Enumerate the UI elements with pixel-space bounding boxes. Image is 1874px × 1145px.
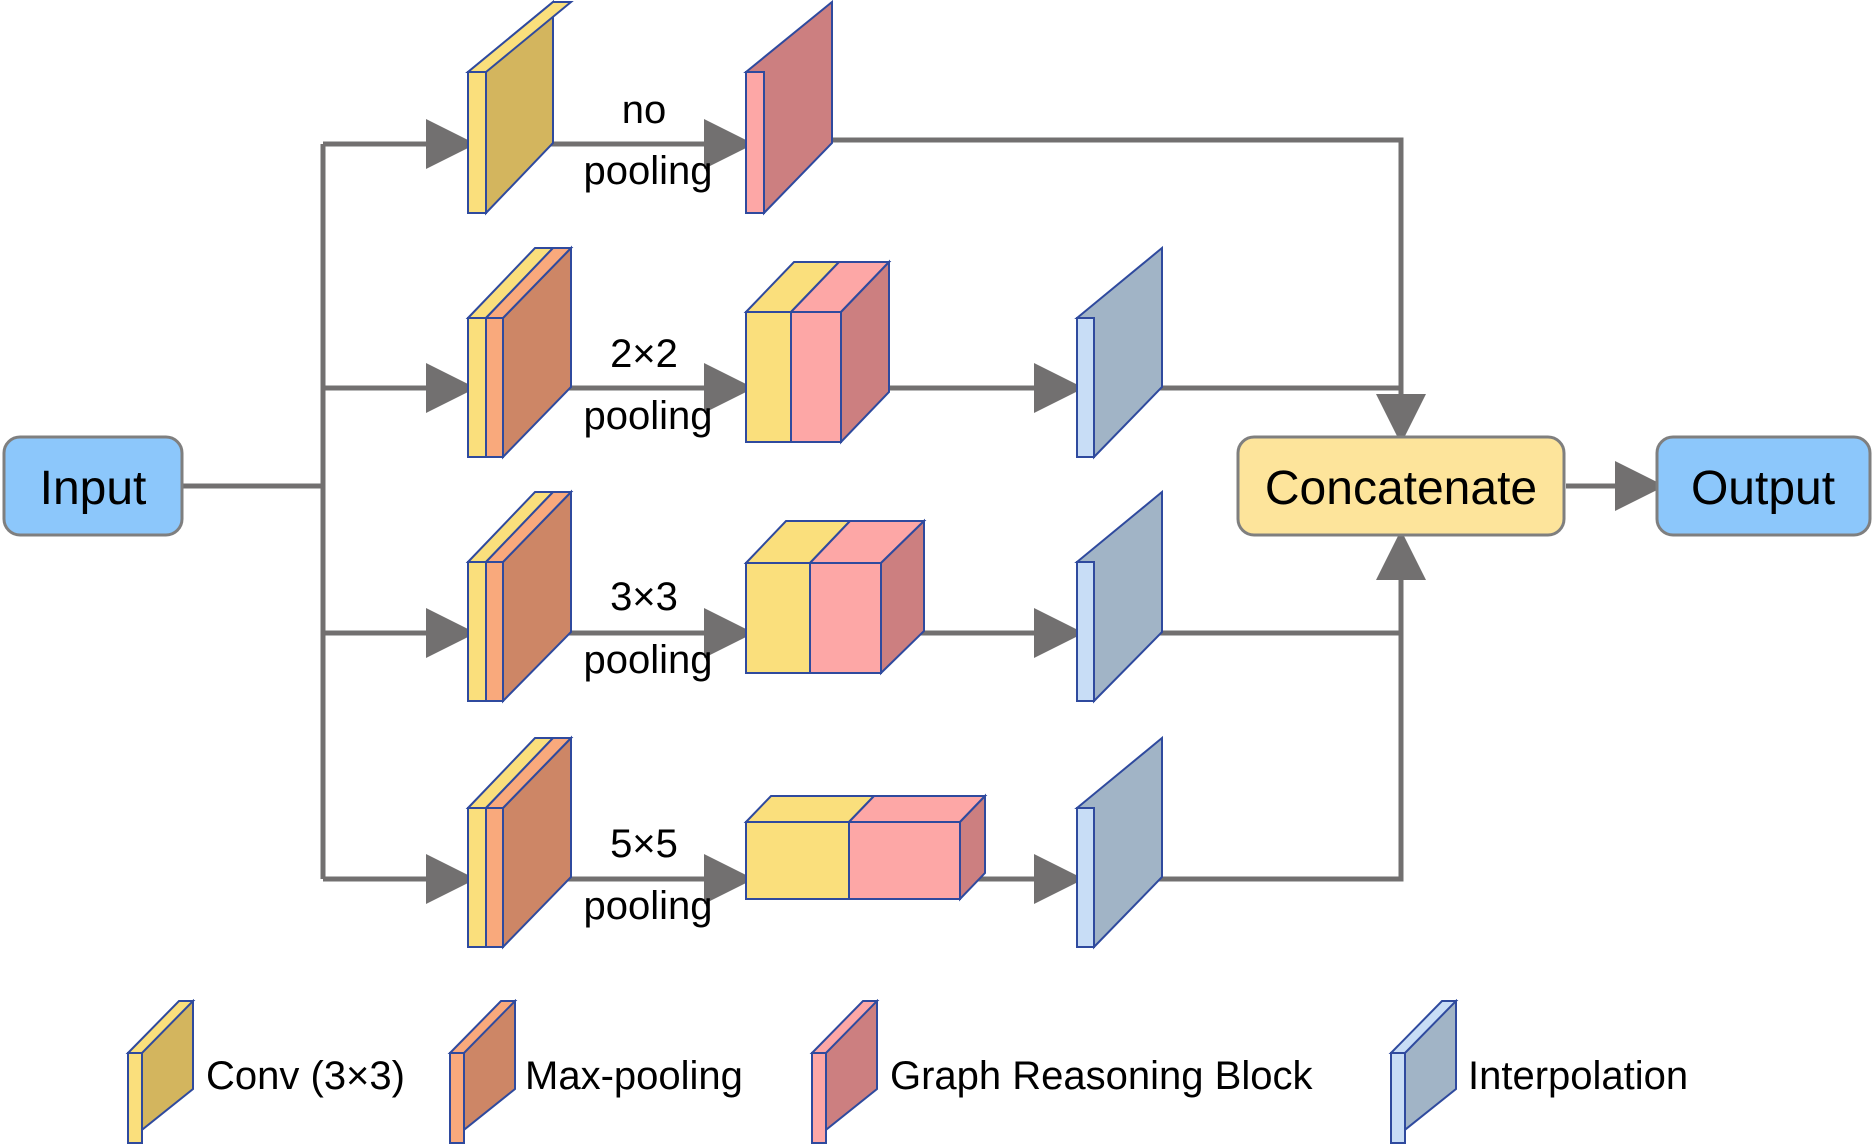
legend-label-grb: Graph Reasoning Block <box>890 1054 1313 1098</box>
graph-reasoning-block <box>743 793 988 902</box>
interpolation-block <box>1074 735 1163 950</box>
conv-maxpool-block <box>465 489 574 704</box>
branch-2: 2×2 pooling <box>465 245 1163 460</box>
legend-item-interp: Interpolation <box>1388 998 1688 1144</box>
pooling-word-label: pooling <box>583 884 712 928</box>
legend: Conv (3×3) Max-pooling Graph Reasoning B… <box>125 998 1688 1144</box>
branch-1: no pooling <box>465 0 833 216</box>
legend-label-interp: Interpolation <box>1468 1054 1688 1098</box>
output-node: Output <box>1655 435 1872 537</box>
pooling-word-label: pooling <box>583 394 712 438</box>
legend-item-grb: Graph Reasoning Block <box>809 998 1313 1144</box>
branch-4: 5×5 pooling <box>465 735 1163 950</box>
concatenate-node: Concatenate <box>1236 435 1566 537</box>
legend-item-conv: Conv (3×3) <box>125 998 405 1144</box>
pooling-word-label: pooling <box>583 638 712 682</box>
graph-reasoning-block <box>743 259 892 445</box>
pooling-size-label: 5×5 <box>610 822 678 866</box>
legend-label-conv: Conv (3×3) <box>206 1054 405 1098</box>
graph-reasoning-block <box>743 0 833 216</box>
pooling-size-label: 2×2 <box>610 332 678 376</box>
graph-reasoning-block <box>743 518 927 676</box>
legend-label-maxpool: Max-pooling <box>525 1054 743 1098</box>
conv-maxpool-block <box>465 735 574 950</box>
connectors <box>182 119 1665 904</box>
branch-4-to-concat <box>1133 530 1426 882</box>
interpolation-block <box>1074 489 1163 704</box>
legend-item-maxpool: Max-pooling <box>447 998 743 1144</box>
branch-1-to-concat <box>801 137 1426 444</box>
output-label: Output <box>1691 462 1835 515</box>
conv-block <box>465 0 574 216</box>
conv-maxpool-block <box>465 245 574 460</box>
concatenate-label: Concatenate <box>1265 462 1537 515</box>
pooling-word-label: pooling <box>583 149 712 193</box>
pooling-size-label: no <box>622 88 667 132</box>
branch-3: 3×3 pooling <box>465 489 1163 704</box>
input-label: Input <box>40 462 147 515</box>
input-node: Input <box>2 435 184 537</box>
pooling-size-label: 3×3 <box>610 575 678 619</box>
interpolation-block <box>1074 245 1163 460</box>
